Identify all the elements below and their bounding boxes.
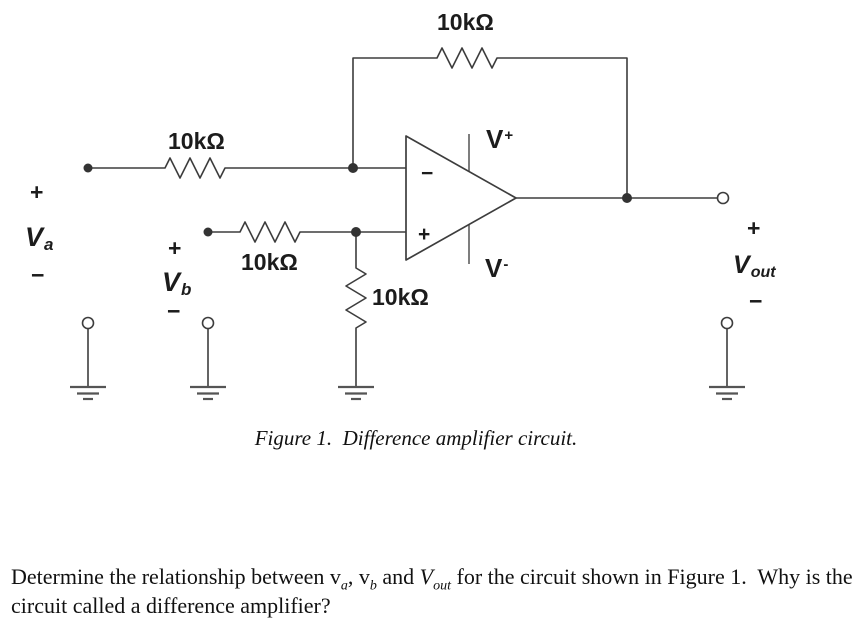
- vb-terminal-dot: [203, 227, 213, 237]
- question-line1-part2: , v: [347, 564, 370, 589]
- vout-base: V: [733, 251, 750, 279]
- inverting-input-sign: −: [421, 162, 434, 185]
- negative-supply-sup: -: [503, 255, 509, 273]
- opamp-symbol: [405, 135, 517, 261]
- question-vout-subscript: out: [433, 578, 451, 594]
- shunt-ground-icon: [338, 385, 374, 401]
- va-label: Va: [25, 222, 54, 254]
- question-line1-part4: for the circuit shown in Figure 1. Why i…: [451, 564, 853, 589]
- va-minus-sign: −: [31, 262, 45, 288]
- input-a-resistor-label: 10kΩ: [168, 128, 225, 154]
- question-vb-subscript: b: [369, 578, 377, 594]
- va-subscript: a: [44, 234, 54, 254]
- noninverting-junction-dot: [351, 227, 361, 237]
- question-text: Determine the relationship between va, v…: [11, 562, 857, 619]
- negative-supply-base: V: [485, 253, 503, 283]
- vb-ground-icon: [190, 385, 226, 401]
- vb-minus-sign: −: [167, 298, 181, 324]
- vb-plus-sign: +: [168, 235, 182, 261]
- vout-terminal-circle: [716, 191, 730, 205]
- circuit-diagram: [70, 47, 745, 401]
- vout-ground-terminal-circle: [720, 316, 734, 330]
- vb-label: Vb: [162, 267, 192, 299]
- va-base: V: [25, 222, 44, 252]
- vout-plus-sign: +: [747, 215, 761, 241]
- open-terminals: [81, 191, 734, 330]
- input-b-resistor-label: 10kΩ: [241, 249, 298, 275]
- va-ground-icon: [70, 385, 106, 401]
- question-line1-part1: Determine the relationship between v: [11, 564, 341, 589]
- shunt-resistor-label: 10kΩ: [372, 284, 429, 310]
- va-ground-terminal-circle: [81, 316, 95, 330]
- question-va-subscript: a: [340, 578, 348, 594]
- vb-subscript: b: [181, 279, 192, 299]
- question-line-2: circuit called a difference amplifier?: [11, 593, 331, 618]
- inverting-junction-dot: [348, 163, 358, 173]
- positive-supply-sup: +: [504, 126, 514, 144]
- vout-ground-icon: [709, 385, 745, 401]
- ground-symbols: [70, 385, 745, 401]
- feedback-resistor-branch: [352, 47, 628, 199]
- inverting-input-branch: [87, 157, 407, 179]
- vb-base: V: [162, 267, 181, 297]
- output-junction-dot: [622, 193, 632, 203]
- junction-dots: [83, 163, 632, 237]
- vout-label: Vout: [733, 251, 776, 281]
- vb-ground-terminal-circle: [201, 316, 215, 330]
- va-terminal-dot: [83, 163, 93, 173]
- negative-supply-label: V-: [485, 255, 508, 281]
- question-vout-base: V: [419, 564, 434, 589]
- shunt-resistor-branch: [345, 231, 367, 388]
- question-line-1: Determine the relationship between va, v…: [11, 562, 857, 594]
- figure-caption: Figure 1. Difference amplifier circuit.: [254, 426, 578, 450]
- noninverting-input-branch: [207, 221, 407, 243]
- vout-minus-sign: −: [749, 288, 763, 314]
- feedback-resistor-label: 10kΩ: [437, 9, 494, 35]
- vout-subscript: out: [750, 263, 776, 281]
- positive-supply-base: V: [486, 124, 504, 154]
- positive-supply-label: V+: [486, 126, 513, 152]
- noninverting-input-sign: +: [418, 223, 431, 246]
- question-line1-part3: and: [376, 564, 420, 589]
- va-plus-sign: +: [30, 179, 44, 205]
